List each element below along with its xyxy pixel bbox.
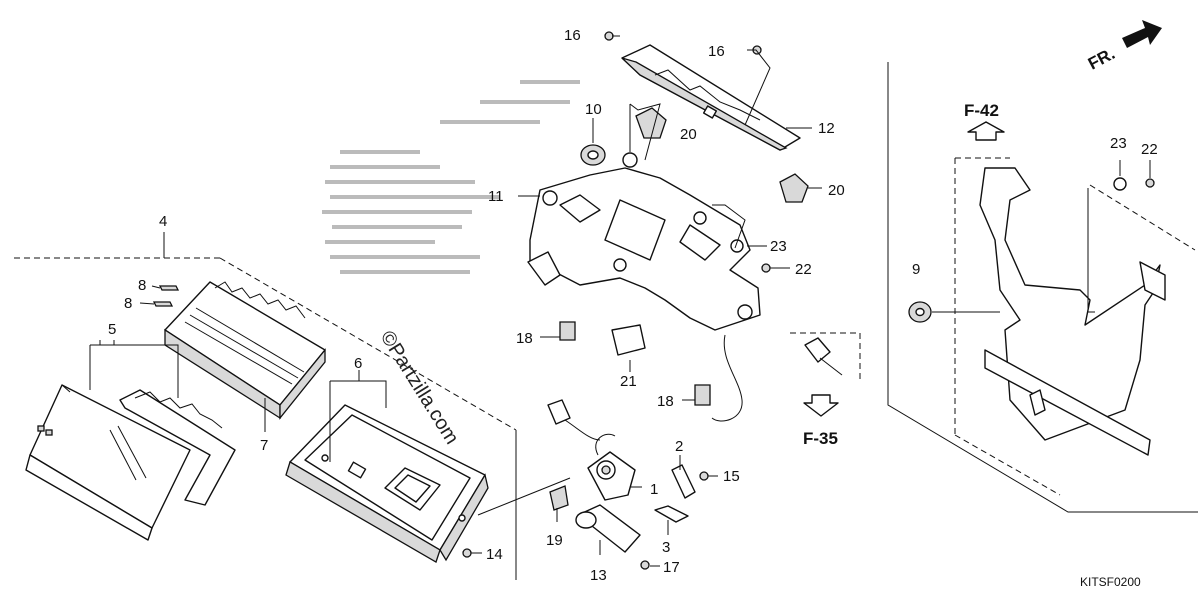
screw-8b — [152, 301, 174, 307]
callout-20a: 20 — [680, 126, 697, 143]
callout-11: 11 — [488, 188, 504, 205]
leader-lines — [89, 35, 1151, 567]
callout-21: 21 — [620, 373, 637, 390]
callout-20b: 20 — [828, 182, 845, 199]
direction-label: FR. — [1085, 44, 1118, 74]
callout-12: 12 — [818, 120, 835, 137]
front-arrow-icon — [1122, 20, 1162, 48]
part-7-meter-unit — [164, 281, 326, 420]
callout-14: 14 — [486, 546, 503, 563]
callout-15: 15 — [723, 468, 740, 485]
part-13-socket — [575, 504, 650, 570]
callout-18a: 18 — [516, 330, 533, 347]
diagram-code: KITSF0200 — [1080, 575, 1141, 589]
callout-18b: 18 — [657, 393, 674, 410]
callout-23a: 23 — [770, 238, 787, 255]
connector-f35 — [790, 332, 861, 380]
callout-19: 19 — [546, 532, 563, 549]
callout-5: 5 — [108, 321, 116, 338]
inset-frame-drawing — [954, 157, 1196, 496]
screw-15 — [699, 471, 709, 481]
callout-2: 2 — [675, 438, 683, 455]
part-12-cover — [604, 31, 801, 151]
bolt-22a — [761, 263, 771, 273]
part-5-visor — [25, 384, 191, 541]
callout-6: 6 — [354, 355, 362, 372]
background-dots — [322, 80, 580, 274]
ref-f42: F-42 — [964, 101, 999, 120]
group-4-outline — [14, 232, 517, 580]
callout-16a: 16 — [564, 27, 581, 44]
inset-frame — [887, 62, 1198, 513]
harness — [711, 334, 743, 422]
part-11-stay — [527, 152, 761, 331]
part-6-meter-case — [285, 404, 489, 563]
part-21-clamp — [611, 324, 646, 356]
callout-17: 17 — [663, 559, 680, 576]
part-10-grommet — [580, 144, 606, 166]
callout-13: 13 — [590, 567, 607, 584]
bolt-22b — [1145, 178, 1155, 188]
part-1-switch — [547, 399, 636, 501]
callout-16b: 16 — [708, 43, 725, 60]
callout-23b: 23 — [1110, 135, 1127, 152]
callout-22b: 22 — [1141, 141, 1158, 158]
arrow-up-icon — [967, 121, 1005, 141]
nut-9 — [908, 301, 932, 323]
part-3-bracket — [654, 505, 689, 523]
callout-8a: 8 — [138, 277, 146, 294]
part-20-clip-b — [779, 173, 809, 203]
callout-3: 3 — [662, 539, 670, 556]
part-5-gasket — [119, 389, 236, 506]
screw-8a — [158, 285, 180, 291]
ref-f35: F-35 — [803, 429, 838, 448]
washer-23a — [730, 239, 744, 253]
callout-1: 1 — [650, 481, 658, 498]
bolt-18b — [694, 384, 711, 406]
callout-8b: 8 — [124, 295, 132, 312]
callout-10: 10 — [585, 101, 602, 118]
part-19-nut — [549, 485, 569, 511]
arrow-down-icon — [803, 394, 839, 417]
washer-23b — [1113, 177, 1127, 191]
callout-22a: 22 — [795, 261, 812, 278]
part-2-bracket — [671, 464, 696, 499]
callout-7: 7 — [260, 437, 268, 454]
callout-4: 4 — [159, 213, 167, 230]
callout-9: 9 — [912, 261, 920, 278]
part-20-clip-a — [635, 107, 667, 139]
bolt-18a — [559, 321, 576, 341]
